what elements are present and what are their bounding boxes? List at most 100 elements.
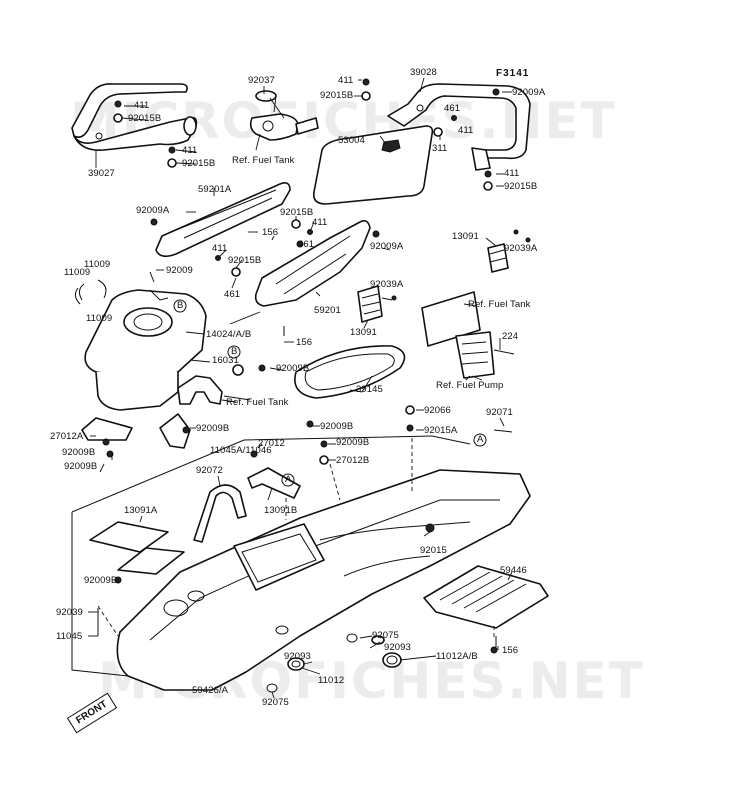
bracket-13091B bbox=[247, 467, 301, 499]
ref-letter-a-bracket: A bbox=[285, 474, 292, 485]
part-label: 59426/A bbox=[192, 685, 229, 696]
part-label: 11009 bbox=[86, 313, 113, 324]
part-label: 92071 bbox=[486, 407, 513, 418]
part-label: 92009A bbox=[136, 205, 170, 216]
fuel-pump-bracket bbox=[421, 291, 495, 379]
part-label: 59446 bbox=[500, 565, 527, 576]
part-label: 92075 bbox=[262, 697, 289, 708]
part-label: 224 bbox=[502, 331, 519, 342]
part-label: 92015B bbox=[280, 207, 314, 218]
part-label: 92039 bbox=[56, 607, 83, 618]
part-label: 92009B bbox=[320, 421, 354, 432]
bracket-16031 bbox=[177, 375, 223, 405]
part-label: 411 bbox=[504, 168, 520, 179]
fuel-tank-14024 bbox=[84, 289, 207, 411]
part-label: 92093 bbox=[284, 651, 311, 662]
handle-bar-39027 bbox=[71, 83, 198, 152]
part-label: 92075 bbox=[372, 630, 399, 641]
part-label: 411 bbox=[338, 75, 354, 86]
part-label: 92037 bbox=[248, 75, 275, 86]
part-label: 92009 bbox=[166, 265, 193, 276]
part-label: 92009B bbox=[196, 423, 230, 434]
plate-27012A bbox=[81, 417, 133, 441]
part-label: 411 bbox=[312, 217, 328, 228]
part-label: 39145 bbox=[356, 384, 383, 395]
part-label: 92093 bbox=[384, 642, 411, 653]
part-label: 13091 bbox=[452, 231, 479, 242]
part-label: 92015B bbox=[320, 90, 354, 101]
part-label: 92072 bbox=[196, 465, 223, 476]
rubber-13091 bbox=[357, 243, 509, 323]
part-label: 92009A bbox=[370, 241, 404, 252]
hardware-screws bbox=[97, 235, 515, 648]
part-label: 11045 bbox=[56, 631, 83, 642]
ref-circles bbox=[173, 299, 487, 487]
part-label: Ref. Fuel Tank bbox=[232, 155, 295, 166]
ref-letter-b-bracket: B bbox=[231, 346, 238, 357]
part-label: 92039A bbox=[504, 243, 538, 254]
bracket-11045A bbox=[159, 413, 191, 449]
strap-92072 bbox=[193, 484, 247, 543]
part-label: 461 bbox=[444, 103, 461, 114]
part-label: 156 bbox=[502, 645, 519, 656]
part-label: 92015B bbox=[182, 158, 216, 169]
part-label: 92009B bbox=[62, 447, 96, 458]
bracket-13091A bbox=[89, 521, 185, 575]
part-label: 39027 bbox=[88, 168, 115, 179]
part-label: 39028 bbox=[410, 67, 437, 78]
part-label: 13091B bbox=[264, 505, 298, 516]
skid-plate-59446 bbox=[423, 565, 549, 629]
part-label: Ref. Fuel Pump bbox=[436, 380, 504, 391]
part-label: 461 bbox=[224, 289, 241, 300]
part-label: 11045A/11046 bbox=[210, 445, 272, 456]
cover-59201A bbox=[155, 182, 291, 258]
part-label: 92009B bbox=[64, 461, 98, 472]
ref-letter-b-tank: B bbox=[177, 300, 184, 311]
fuel-filler-92037 bbox=[249, 90, 319, 141]
part-label: 156 bbox=[262, 227, 279, 238]
part-label: 11009 bbox=[64, 267, 91, 278]
part-label: 92009B bbox=[84, 575, 118, 586]
part-label: 92039A bbox=[370, 279, 404, 290]
part-label: 411 bbox=[212, 243, 228, 254]
part-label: 411 bbox=[458, 125, 474, 136]
handle-bar-39028 bbox=[387, 83, 531, 171]
cover-59201 bbox=[254, 220, 371, 307]
part-label: 92015B bbox=[128, 113, 162, 124]
part-label: 411 bbox=[134, 100, 150, 111]
part-label: 461 bbox=[298, 239, 315, 250]
part-label: 11012 bbox=[318, 675, 345, 686]
part-label: 92066 bbox=[424, 405, 451, 416]
part-label: 11012A/B bbox=[436, 651, 478, 662]
part-label: 92015B bbox=[504, 181, 538, 192]
part-label: Ref. Fuel Tank bbox=[468, 299, 531, 310]
part-label: 92015B bbox=[228, 255, 262, 266]
part-label: 11009 bbox=[84, 259, 111, 270]
hardware-bolts bbox=[102, 78, 531, 654]
part-label: 14024/A/B bbox=[206, 329, 252, 340]
seat-pad-53004 bbox=[312, 125, 434, 205]
leader-lines bbox=[88, 77, 513, 699]
part-label: 59201A bbox=[198, 184, 232, 195]
part-label: 27012A bbox=[50, 431, 84, 442]
part-label: 156 bbox=[296, 337, 313, 348]
part-label: 92009A bbox=[512, 87, 546, 98]
part-label: 92015A bbox=[424, 425, 458, 436]
part-label: 13091 bbox=[350, 327, 377, 338]
part-label: 92009B bbox=[336, 437, 370, 448]
part-label: 411 bbox=[182, 145, 198, 156]
part-label: 27012B bbox=[336, 455, 370, 466]
gasket-39145 bbox=[294, 345, 406, 399]
part-label: Ref. Fuel Tank bbox=[226, 397, 289, 408]
part-label: 27012 bbox=[258, 438, 285, 449]
drain-plugs-11012 bbox=[266, 633, 402, 693]
part-label: 16031 bbox=[212, 355, 239, 366]
figure-code: F3141 bbox=[496, 68, 530, 79]
part-label: 92009B bbox=[276, 363, 310, 374]
part-label: 92015 bbox=[420, 545, 447, 556]
clip-11009 bbox=[74, 279, 107, 305]
part-label: 59201 bbox=[314, 305, 341, 316]
part-label: 53004 bbox=[338, 135, 365, 146]
